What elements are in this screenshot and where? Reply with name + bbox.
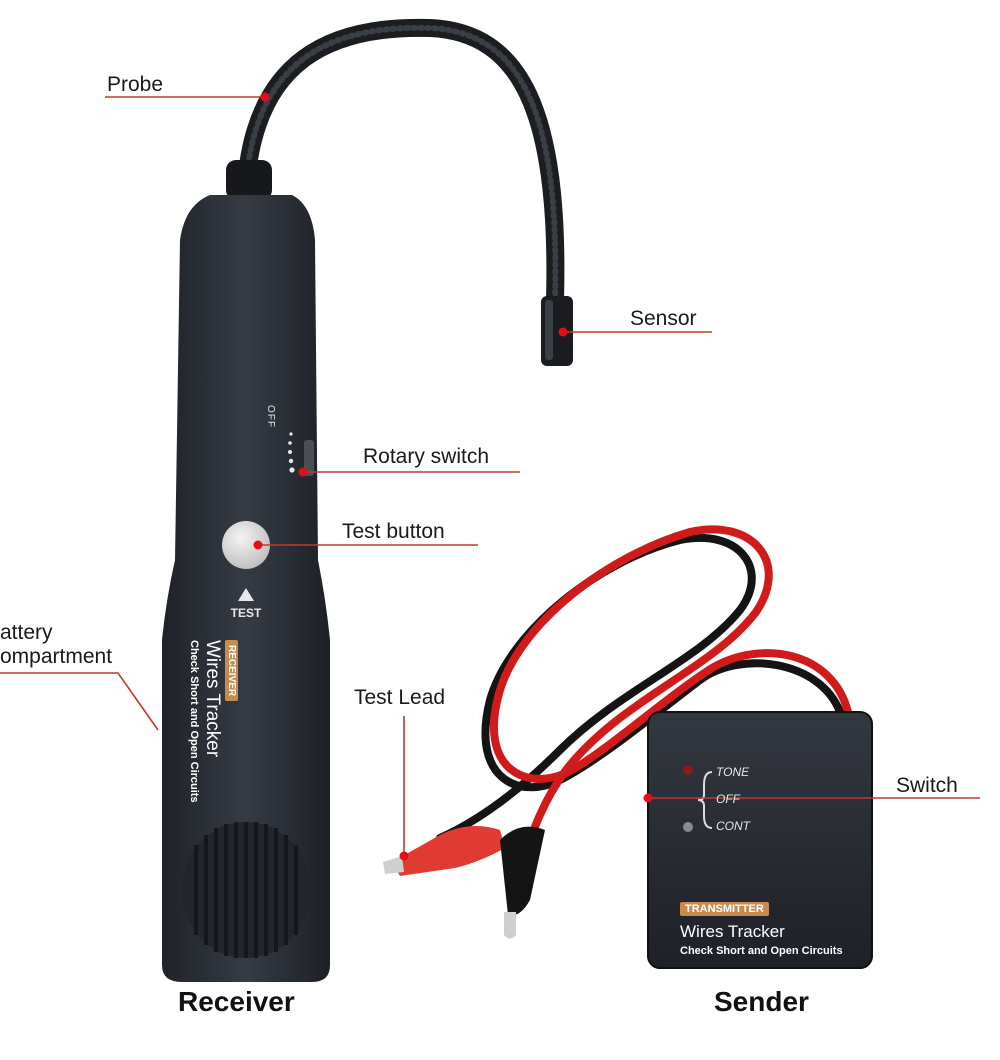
receiver-test-label: TEST [230, 606, 262, 620]
callout-test-lead: Test Lead [354, 686, 446, 709]
test-lead-wires [436, 525, 852, 874]
probe-neck [226, 160, 272, 200]
sender-mode-tone: TONE [716, 765, 750, 779]
rotary-switch-wheel [304, 440, 314, 476]
receiver-label-block: RECEIVER Wires Tracker Check Short and O… [187, 640, 238, 840]
callout-test-button: Test button [342, 520, 445, 543]
tone-led [683, 765, 693, 775]
sender-device-subtitle: Check Short and Open Circuits [680, 945, 843, 957]
callout-dots [253, 92, 653, 861]
callout-probe: Probe [107, 73, 164, 96]
sender-mode-off: OFF [716, 792, 740, 806]
sender-mode-list: TONE OFF CONT [716, 764, 750, 834]
sender-device-name: Wires Tracker [680, 922, 785, 941]
receiver-device-subtitle: Check Short and Open Circuits [188, 640, 200, 803]
rotary-switch-dots [288, 432, 295, 473]
callout-sensor: Sensor [630, 307, 697, 330]
black-alligator-clip [500, 826, 545, 939]
callout-switch: Switch [896, 774, 958, 797]
receiver-switch-off-label: OFF [265, 405, 276, 428]
receiver-device-name: Wires Tracker [202, 640, 223, 758]
callout-lines [0, 96, 980, 856]
mode-brace [697, 771, 713, 829]
speaker-grille [182, 822, 310, 958]
test-arrow-icon [238, 588, 254, 601]
receiver-badge: RECEIVER [225, 640, 238, 702]
callout-battery-line2: ompartment [0, 645, 113, 668]
sender-badge: TRANSMITTER [680, 902, 769, 916]
callout-rotary-switch: Rotary switch [363, 445, 490, 468]
sender-caption: Sender [714, 986, 809, 1017]
callout-battery-line1: attery [0, 621, 53, 644]
test-button-shape [222, 521, 270, 569]
cont-led [683, 822, 693, 832]
sender-mode-cont: CONT [716, 819, 750, 833]
receiver-caption: Receiver [178, 986, 295, 1017]
red-alligator-clip [383, 826, 505, 876]
